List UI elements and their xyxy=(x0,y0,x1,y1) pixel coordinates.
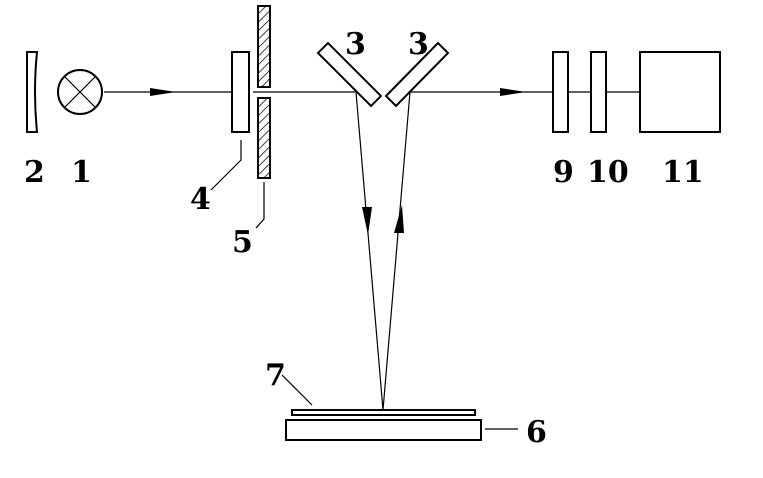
arrow-up-icon xyxy=(394,205,404,233)
filter xyxy=(231,51,250,133)
arrow-down-icon xyxy=(362,207,372,235)
mirror-right xyxy=(384,41,450,108)
label-7: 7 xyxy=(265,358,286,393)
label-11: 11 xyxy=(662,155,704,190)
label-3-left: 3 xyxy=(345,27,366,62)
label-3-right: 3 xyxy=(408,27,429,62)
label-5: 5 xyxy=(232,225,253,260)
element-9 xyxy=(552,51,569,133)
detector-box xyxy=(639,51,721,133)
mirror-left xyxy=(316,41,383,108)
label-6: 6 xyxy=(526,415,547,450)
slit-lower-blade xyxy=(257,97,271,179)
reflected-beam xyxy=(382,91,411,411)
element-10 xyxy=(590,51,607,133)
label-1: 1 xyxy=(71,155,92,190)
label-4: 4 xyxy=(190,182,211,217)
concave-mirror xyxy=(26,51,39,133)
incident-beam xyxy=(355,91,384,411)
arrow-right-icon xyxy=(500,88,526,96)
stage xyxy=(285,419,482,441)
slit-upper-blade xyxy=(257,5,271,88)
arrow-right-icon xyxy=(150,88,176,96)
leader-line xyxy=(210,140,242,191)
label-10: 10 xyxy=(587,155,629,190)
label-2: 2 xyxy=(24,155,45,190)
leader-line xyxy=(255,182,265,229)
sample-film xyxy=(291,409,476,416)
lamp-icon xyxy=(57,69,103,115)
label-9: 9 xyxy=(553,155,574,190)
leader-line xyxy=(281,374,313,406)
